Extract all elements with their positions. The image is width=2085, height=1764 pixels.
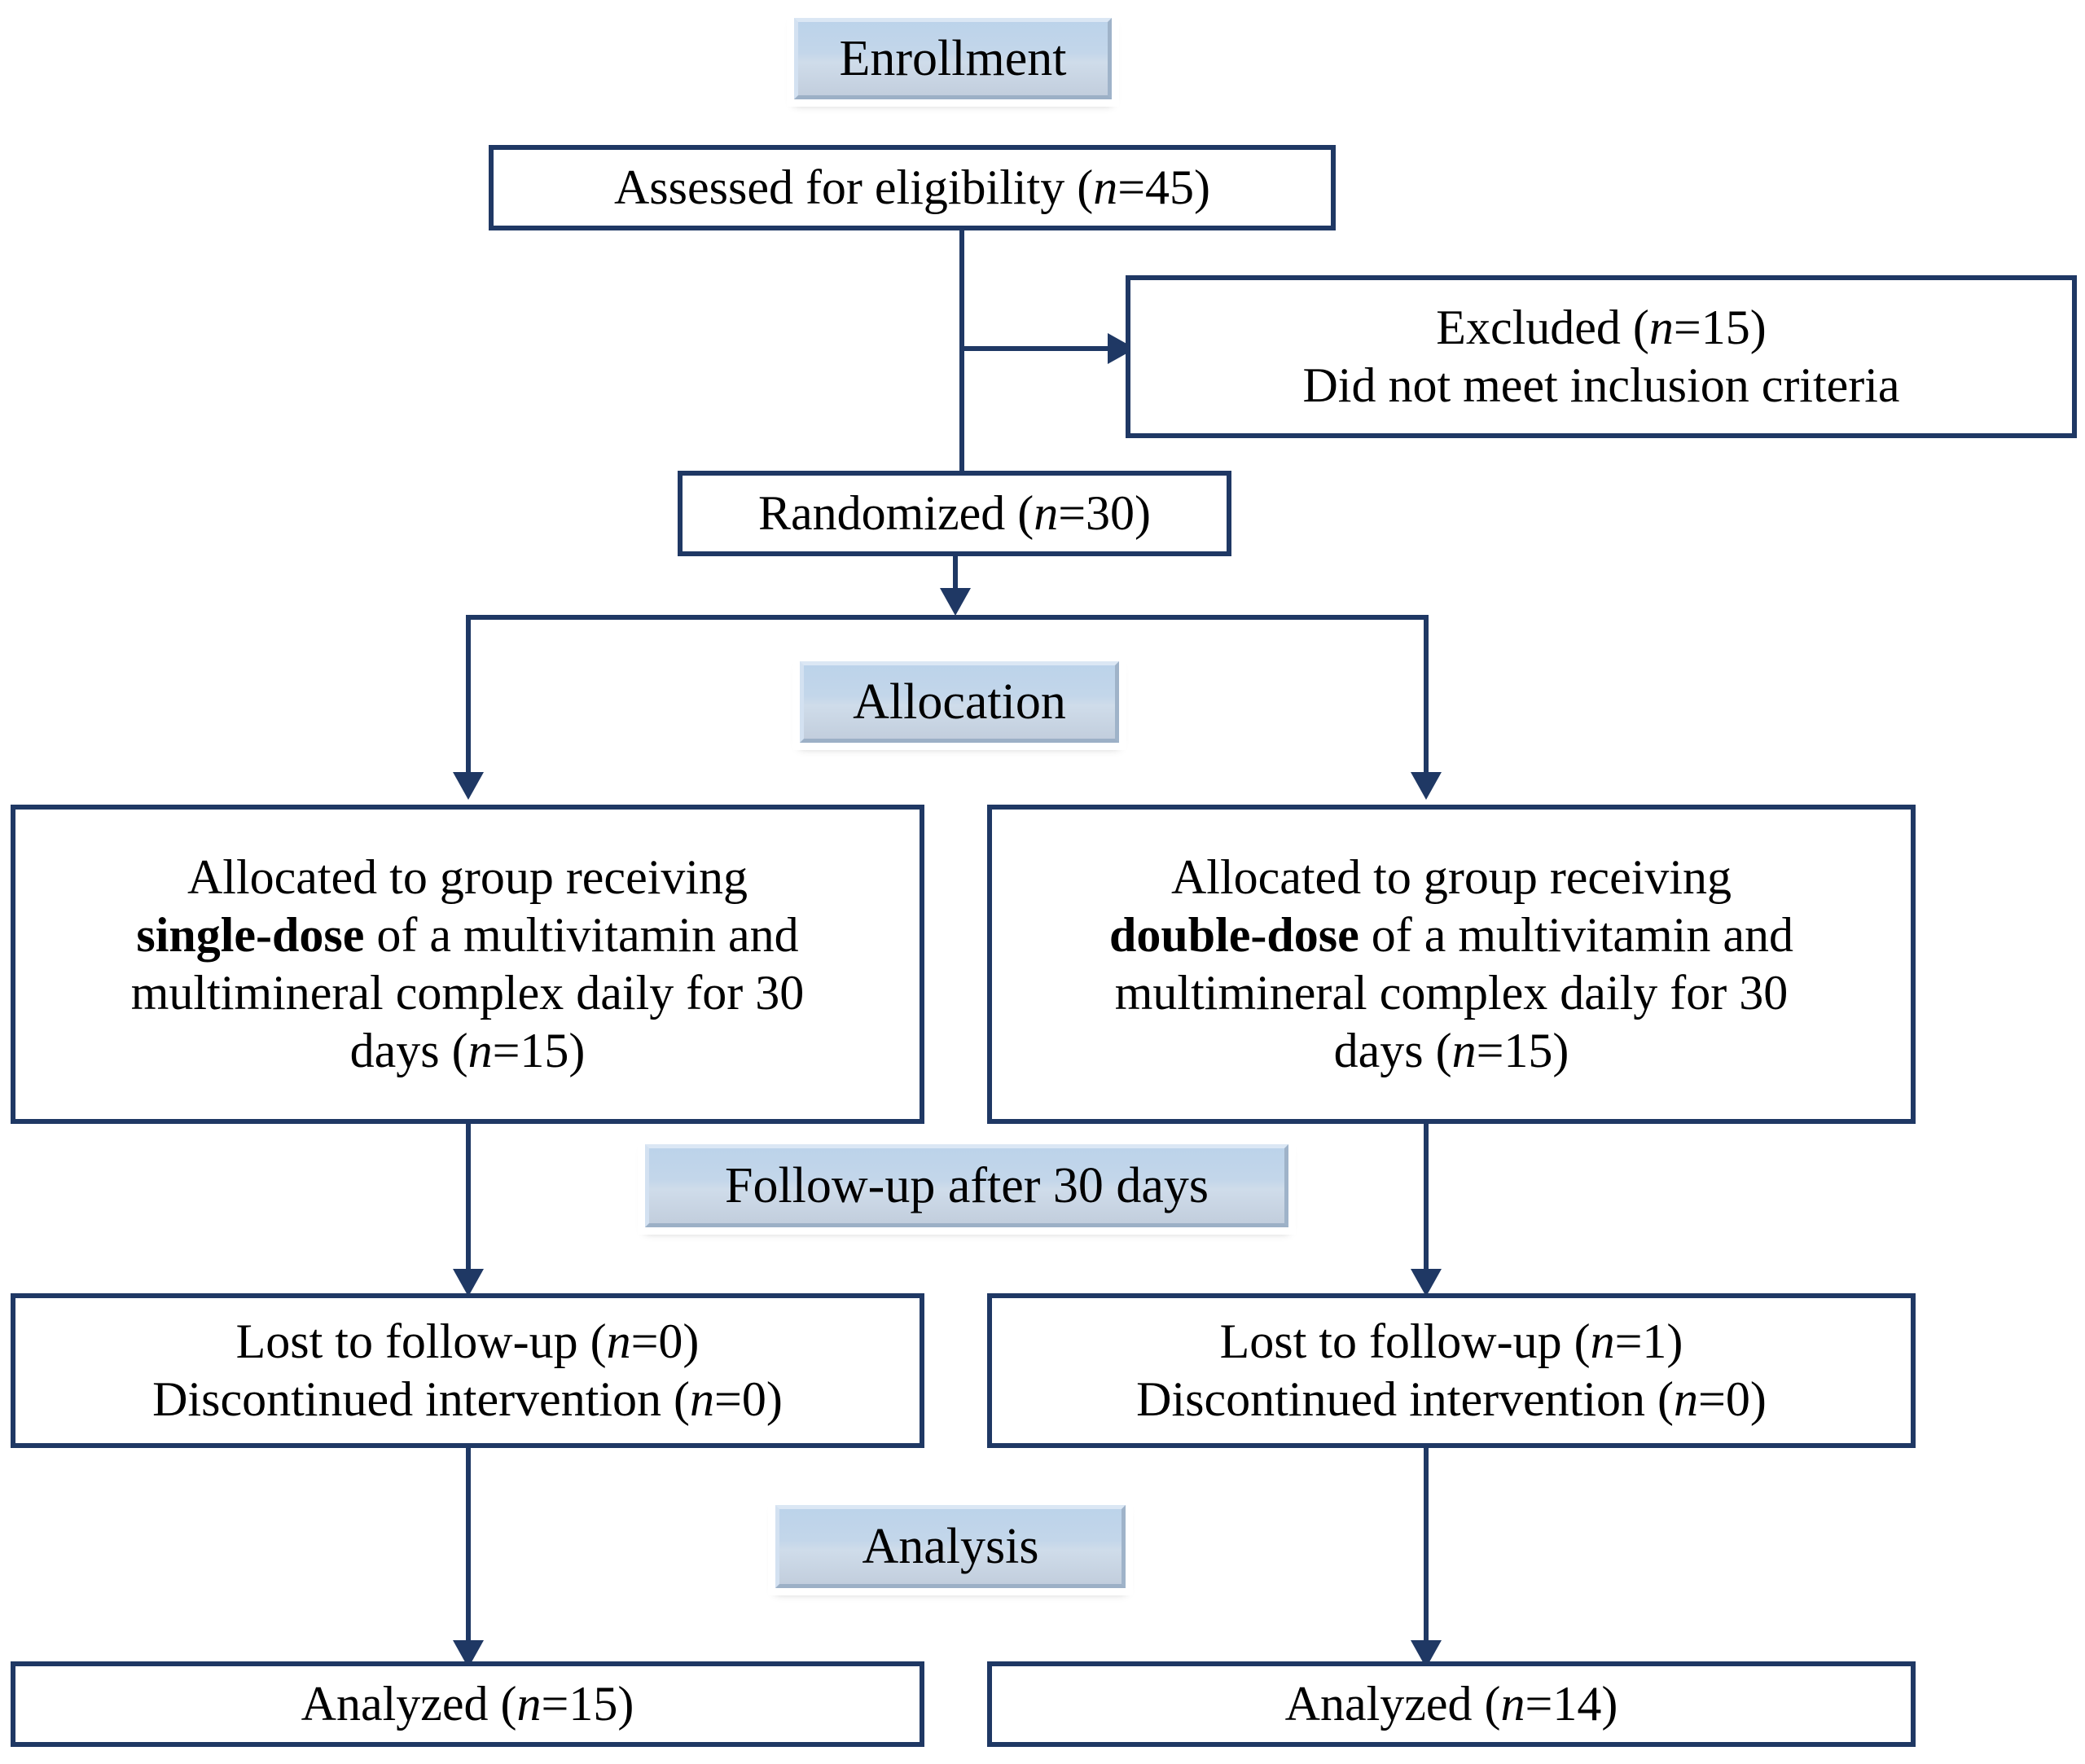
alloc-left-n-prefix: days (: [349, 1023, 468, 1077]
follow-right-lost-suffix: =1): [1614, 1314, 1683, 1369]
follow-left-disc-italic-n: n: [690, 1372, 715, 1426]
follow-left-lost-italic-n: n: [606, 1314, 631, 1369]
connector-left-followup-to-analyzed: [466, 1448, 471, 1643]
alloc-right-line-4: days (n=15): [1007, 1022, 1896, 1080]
follow-right-lost-italic-n: n: [1590, 1314, 1615, 1369]
arrowhead-alloc-right: [1411, 772, 1442, 800]
node-allocated-double-dose: Allocated to group receiving double-dose…: [987, 805, 1916, 1124]
connector-right-alloc-to-followup: [1424, 1124, 1429, 1272]
follow-right-disc-prefix: Discontinued intervention (: [1136, 1372, 1675, 1426]
arrowhead-alloc-left: [453, 772, 484, 800]
alloc-left-dose-bold: single-dose: [136, 908, 365, 963]
alloc-left-line-2-rest: of a multivitamin and: [364, 908, 799, 963]
follow-left-line-1: Lost to follow-up (n=0): [30, 1313, 905, 1371]
arrowhead-left-followup: [453, 1269, 484, 1297]
node-followup-double-dose: Lost to follow-up (n=1) Discontinued int…: [987, 1293, 1916, 1448]
analyzed-right-prefix: Analyzed (: [1284, 1677, 1501, 1731]
node-analyzed-double-dose: Analyzed (n=14): [987, 1661, 1916, 1747]
connector-randomized-down: [953, 556, 958, 590]
analyzed-right-italic-n: n: [1500, 1677, 1525, 1731]
alloc-right-n-suffix: =15): [1476, 1023, 1569, 1077]
excluded-line-1: Excluded (n=15): [1145, 299, 2057, 357]
randomized-suffix: =30): [1058, 486, 1152, 541]
alloc-right-line-3: multimineral complex daily for 30: [1114, 966, 1789, 1020]
alloc-right-n-prefix: days (: [1333, 1023, 1452, 1077]
banner-enrollment: Enrollment: [787, 11, 1119, 107]
banner-allocation: Allocation: [792, 654, 1126, 750]
alloc-right-dose-bold: double-dose: [1109, 908, 1359, 963]
excluded-suffix: =15): [1673, 301, 1767, 355]
follow-right-line-2: Discontinued intervention (n=0): [1007, 1371, 1896, 1428]
alloc-left-line-2: single-dose of a multivitamin and: [30, 906, 905, 964]
banner-analysis: Analysis: [768, 1498, 1133, 1595]
follow-left-lost-suffix: =0): [630, 1314, 700, 1369]
node-excluded: Excluded (n=15) Did not meet inclusion c…: [1126, 275, 2077, 438]
alloc-left-line-3: multimineral complex daily for 30: [130, 966, 805, 1020]
alloc-left-line-4: days (n=15): [30, 1022, 905, 1080]
connector-right-followup-to-analyzed: [1424, 1448, 1429, 1643]
node-followup-single-dose: Lost to follow-up (n=0) Discontinued int…: [11, 1293, 924, 1448]
alloc-right-line-2: double-dose of a multivitamin and: [1007, 906, 1896, 964]
connector-to-excluded: [959, 346, 1110, 351]
excluded-italic-n: n: [1648, 301, 1674, 355]
alloc-left-italic-n: n: [467, 1023, 493, 1077]
follow-right-disc-italic-n: n: [1674, 1372, 1699, 1426]
arrowhead-randomized-down: [940, 588, 971, 616]
follow-left-lost-prefix: Lost to follow-up (: [235, 1314, 607, 1369]
alloc-left-n-suffix: =15): [492, 1023, 586, 1077]
randomized-prefix: Randomized (: [757, 486, 1034, 541]
analyzed-left-suffix: =15): [541, 1677, 634, 1731]
banner-allocation-label: Allocation: [853, 674, 1066, 730]
excluded-prefix: Excluded (: [1436, 301, 1649, 355]
connector-left-alloc-to-followup: [466, 1124, 471, 1272]
follow-left-disc-suffix: =0): [714, 1372, 783, 1426]
node-analyzed-single-dose: Analyzed (n=15): [11, 1661, 924, 1747]
banner-analysis-label: Analysis: [862, 1518, 1039, 1574]
excluded-line-2: Did not meet inclusion criteria: [1302, 358, 1900, 412]
follow-right-lost-prefix: Lost to follow-up (: [1219, 1314, 1591, 1369]
banner-followup: Follow-up after 30 days: [638, 1137, 1296, 1235]
alloc-right-italic-n: n: [1451, 1023, 1477, 1077]
connector-alloc-left-down: [466, 615, 471, 774]
analyzed-left-prefix: Analyzed (: [301, 1677, 517, 1731]
assessed-prefix: Assessed for eligibility (: [613, 160, 1094, 215]
node-randomized: Randomized (n=30): [678, 471, 1231, 556]
banner-followup-label: Follow-up after 30 days: [724, 1157, 1209, 1213]
follow-right-line-1: Lost to follow-up (n=1): [1007, 1313, 1896, 1371]
follow-left-line-2: Discontinued intervention (n=0): [30, 1371, 905, 1428]
alloc-right-line-2-rest: of a multivitamin and: [1359, 908, 1793, 963]
follow-left-disc-prefix: Discontinued intervention (: [152, 1372, 691, 1426]
connector-allocation-split-bar: [466, 615, 1429, 620]
assessed-suffix: =45): [1117, 160, 1211, 215]
follow-right-disc-suffix: =0): [1698, 1372, 1767, 1426]
banner-enrollment-label: Enrollment: [839, 30, 1067, 86]
node-assessed-for-eligibility: Assessed for eligibility (n=45): [489, 145, 1336, 230]
analyzed-right-suffix: =14): [1525, 1677, 1618, 1731]
arrowhead-right-followup: [1411, 1269, 1442, 1297]
alloc-left-line-1: Allocated to group receiving: [187, 850, 748, 905]
assessed-italic-n: n: [1093, 160, 1118, 215]
connector-alloc-right-down: [1424, 615, 1429, 774]
node-allocated-single-dose: Allocated to group receiving single-dose…: [11, 805, 924, 1124]
randomized-italic-n: n: [1034, 486, 1059, 541]
analyzed-left-italic-n: n: [516, 1677, 542, 1731]
alloc-right-line-1: Allocated to group receiving: [1170, 850, 1732, 905]
